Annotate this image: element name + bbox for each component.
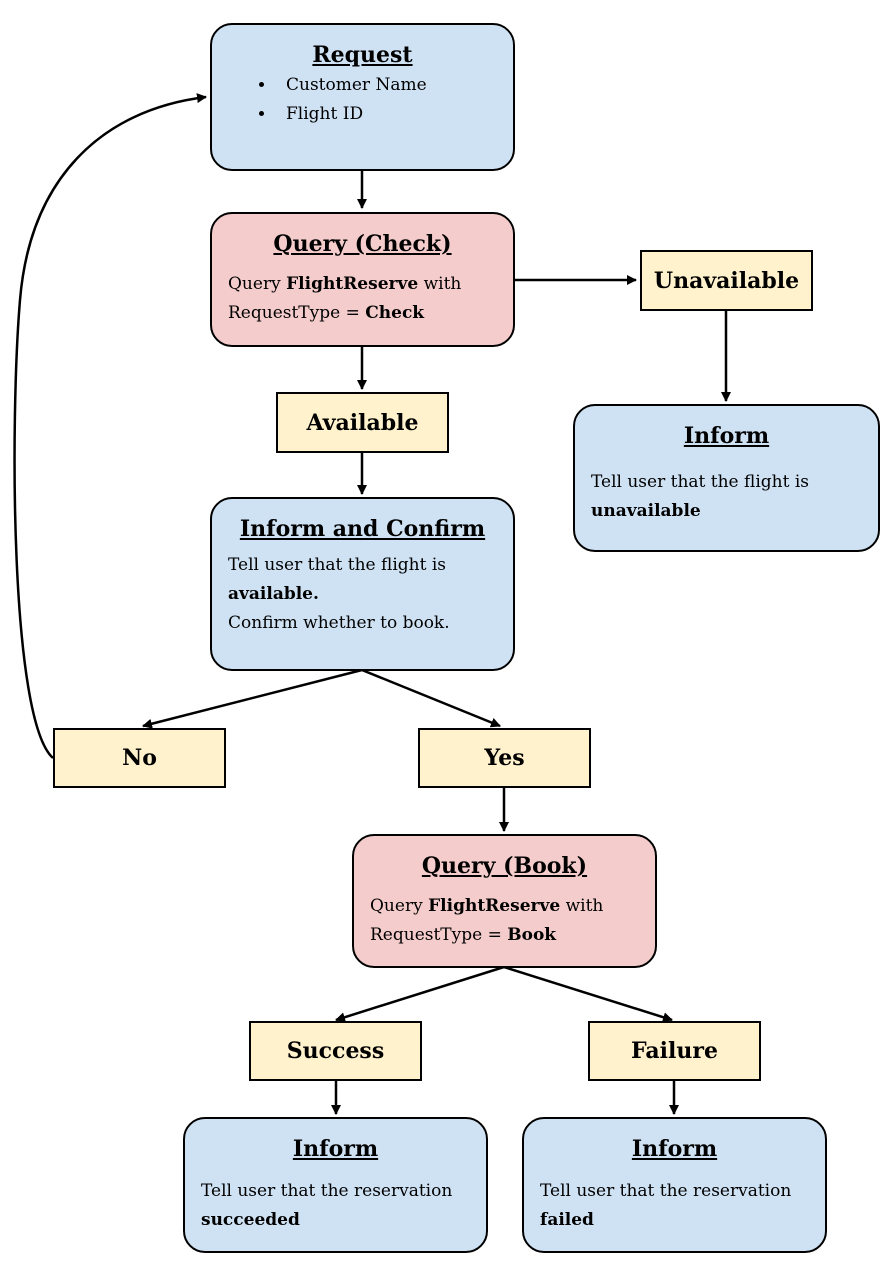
query-book-node: Query (Book) Query FlightReserve with Re…	[352, 834, 657, 968]
request-field-list: Customer Name Flight ID	[212, 71, 513, 129]
query-book-request-type-value: Book	[507, 925, 557, 945]
request-title: Request	[312, 42, 413, 68]
no-node: No	[53, 728, 226, 788]
arrow-query-book-to-success	[335, 965, 505, 1023]
arrow-inform-confirm-to-no	[142, 668, 363, 729]
query-check-title: Query (Check)	[273, 231, 452, 257]
inform-success-text: Tell user that the reservation	[201, 1181, 453, 1201]
success-node: Success	[249, 1021, 422, 1081]
arrow-query-book-to-failure	[503, 965, 673, 1023]
arrow-no-to-request	[13, 93, 207, 759]
query-check-request-type-value: Check	[365, 303, 425, 323]
failure-node: Failure	[588, 1021, 761, 1081]
query-book-line-1: Query FlightReserve with	[370, 892, 645, 921]
query-check-request-type-label: RequestType =	[228, 303, 366, 323]
inform-success-title: Inform	[292, 1136, 379, 1162]
inform-confirm-text: Tell user that the flight is	[228, 555, 447, 575]
arrow-inform-confirm-to-yes	[361, 668, 501, 728]
request-node: Request Customer Name Flight ID	[210, 23, 515, 171]
inform-failure-text: Tell user that the reservation	[540, 1181, 792, 1201]
inform-confirm-node: Inform and Confirm Tell user that the fl…	[210, 497, 515, 671]
request-field-customer-name: Customer Name	[276, 71, 513, 100]
inform-unavailable-body: Tell user that the flight is unavailable	[575, 468, 878, 526]
inform-failure-status: failed	[540, 1210, 594, 1230]
request-field-flight-id: Flight ID	[276, 100, 513, 129]
inform-confirm-question: Confirm whether to book.	[228, 613, 450, 633]
inform-success-node: Inform Tell user that the reservation su…	[183, 1117, 488, 1253]
inform-unavailable-title: Inform	[683, 423, 770, 449]
available-node: Available	[276, 392, 449, 453]
query-check-suffix: with	[418, 274, 462, 294]
unavailable-node: Unavailable	[640, 250, 813, 311]
yes-node: Yes	[418, 728, 591, 788]
inform-failure-node: Inform Tell user that the reservation fa…	[522, 1117, 827, 1253]
inform-unavailable-status: unavailable	[591, 501, 701, 521]
inform-success-status: succeeded	[201, 1210, 300, 1230]
inform-confirm-title: Inform and Confirm	[239, 516, 486, 542]
inform-confirm-status: available.	[228, 584, 319, 604]
inform-success-body: Tell user that the reservation succeeded	[185, 1177, 486, 1235]
inform-failure-body: Tell user that the reservation failed	[524, 1177, 825, 1235]
query-check-body: Query FlightReserve with RequestType = C…	[212, 270, 513, 328]
query-book-prefix: Query	[370, 896, 429, 916]
query-book-suffix: with	[560, 896, 604, 916]
query-check-node: Query (Check) Query FlightReserve with R…	[210, 212, 515, 347]
inform-unavailable-text: Tell user that the flight is	[591, 472, 810, 492]
query-book-table: FlightReserve	[428, 896, 561, 916]
query-book-title: Query (Book)	[421, 853, 588, 879]
query-check-line-1: Query FlightReserve with	[228, 270, 503, 299]
query-check-prefix: Query	[228, 274, 287, 294]
query-check-table: FlightReserve	[286, 274, 419, 294]
inform-unavailable-node: Inform Tell user that the flight is unav…	[573, 404, 880, 552]
inform-failure-title: Inform	[631, 1136, 718, 1162]
inform-confirm-body: Tell user that the flight is available. …	[212, 551, 513, 638]
query-check-line-2: RequestType = Check	[228, 299, 503, 328]
query-book-body: Query FlightReserve with RequestType = B…	[354, 892, 655, 950]
query-book-request-type-label: RequestType =	[370, 925, 508, 945]
query-book-line-2: RequestType = Book	[370, 921, 645, 950]
